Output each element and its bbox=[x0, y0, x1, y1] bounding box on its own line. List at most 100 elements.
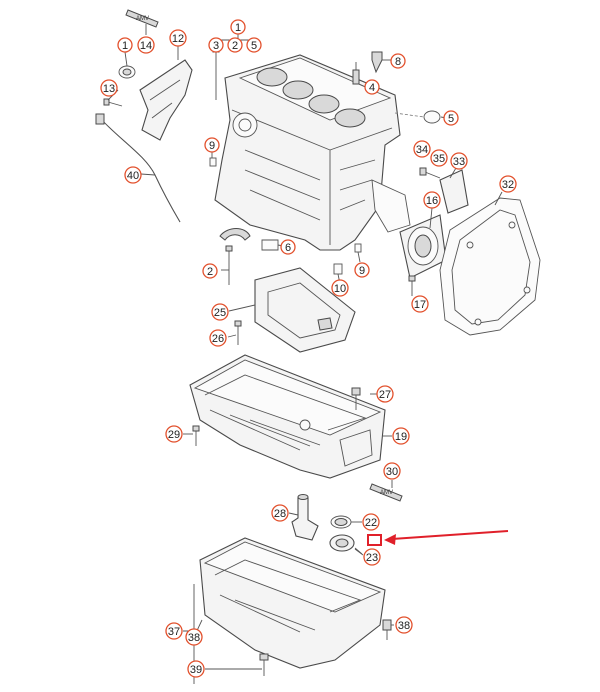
bolt-26 bbox=[234, 320, 242, 345]
o-ring-22 bbox=[330, 515, 352, 529]
callout-30: 30 bbox=[383, 462, 401, 480]
callout-10: 10 bbox=[331, 279, 349, 297]
svg-text:38: 38 bbox=[398, 620, 410, 632]
svg-text:33: 33 bbox=[453, 156, 465, 168]
callout-9-top: 9 bbox=[204, 137, 220, 153]
callout-40: 40 bbox=[124, 166, 142, 184]
svg-text:37: 37 bbox=[168, 626, 180, 638]
bolt-2 bbox=[225, 245, 233, 285]
callout-39: 39 bbox=[187, 660, 205, 678]
callout-28: 28 bbox=[271, 504, 289, 522]
svg-text:23: 23 bbox=[366, 552, 378, 564]
svg-text:19: 19 bbox=[395, 431, 407, 443]
svg-text:8: 8 bbox=[395, 56, 401, 68]
svg-text:9: 9 bbox=[359, 265, 365, 277]
callout-37: 37 bbox=[165, 622, 183, 640]
svg-text:1: 1 bbox=[235, 22, 241, 34]
callout-35: 35 bbox=[430, 149, 448, 167]
bolt-13 bbox=[103, 98, 123, 107]
upper-oil-pan-19 bbox=[189, 354, 386, 479]
svg-text:25: 25 bbox=[214, 307, 226, 319]
bolt-39 bbox=[259, 653, 269, 676]
cover-33 bbox=[439, 169, 469, 214]
svg-text:16: 16 bbox=[426, 195, 438, 207]
callout-11: 1 bbox=[117, 37, 133, 53]
callout-29: 29 bbox=[165, 425, 183, 443]
seal-23 bbox=[329, 534, 363, 555]
svg-text:5: 5 bbox=[448, 113, 454, 125]
bolt-27 bbox=[351, 387, 361, 410]
callout-14: 14 bbox=[137, 36, 155, 54]
svg-text:30: 30 bbox=[386, 466, 398, 478]
seal-ring-11 bbox=[118, 65, 136, 79]
callout-33: 33 bbox=[450, 152, 468, 170]
cap-5 bbox=[394, 110, 441, 124]
svg-text:39: 39 bbox=[190, 664, 202, 676]
svg-text:22: 22 bbox=[365, 517, 377, 529]
callout-9: 9 bbox=[354, 262, 370, 278]
lower-oil-pan-37 bbox=[199, 537, 386, 669]
svg-text:17: 17 bbox=[414, 299, 426, 311]
callout-6: 6 bbox=[280, 239, 296, 255]
svg-text:32: 32 bbox=[502, 179, 514, 191]
bracket-12 bbox=[139, 59, 193, 141]
callout-34: 34 bbox=[413, 140, 431, 158]
svg-text:34: 34 bbox=[416, 144, 428, 156]
svg-text:27: 27 bbox=[379, 389, 391, 401]
callout-17: 17 bbox=[411, 295, 429, 313]
highlight-box bbox=[367, 534, 382, 546]
svg-text:1: 1 bbox=[122, 40, 128, 52]
svg-text:10: 10 bbox=[334, 283, 346, 295]
callout-16: 16 bbox=[423, 191, 441, 209]
bolt-29 bbox=[192, 425, 200, 446]
bolt-17 bbox=[408, 275, 416, 296]
callout-4: 4 bbox=[364, 79, 380, 95]
svg-text:14: 14 bbox=[140, 40, 152, 52]
svg-text:35: 35 bbox=[433, 153, 445, 165]
callout-3: 3 bbox=[208, 37, 224, 53]
svg-text:AMV: AMV bbox=[380, 490, 393, 496]
callout-2: 2 bbox=[202, 263, 218, 279]
callout-25: 25 bbox=[211, 303, 229, 321]
svg-text:4: 4 bbox=[369, 82, 375, 94]
svg-text:2: 2 bbox=[207, 266, 213, 278]
callout-8: 8 bbox=[390, 53, 406, 69]
callout-5: 5 bbox=[443, 110, 459, 126]
sealant-tube-30: AMV bbox=[369, 483, 403, 502]
callout-32: 32 bbox=[499, 175, 517, 193]
callout-2-top: 2 bbox=[227, 37, 243, 53]
svg-text:9: 9 bbox=[209, 140, 215, 152]
dowel-10 bbox=[333, 263, 343, 275]
svg-text:13: 13 bbox=[103, 83, 115, 95]
seal-flange-16 bbox=[399, 214, 447, 279]
svg-text:2: 2 bbox=[232, 40, 238, 52]
drain-plug-38 bbox=[382, 619, 392, 640]
svg-text:12: 12 bbox=[172, 33, 184, 45]
callout-12: 12 bbox=[169, 29, 187, 47]
pointer-arrow bbox=[384, 530, 509, 545]
callout-22: 22 bbox=[362, 513, 380, 531]
callout-1: 1 bbox=[230, 19, 246, 35]
callout-38-left: 38 bbox=[185, 628, 203, 646]
callout-13: 13 bbox=[100, 79, 118, 97]
callout-27: 27 bbox=[376, 385, 394, 403]
bolt-34-35 bbox=[419, 167, 441, 179]
svg-text:38: 38 bbox=[188, 632, 200, 644]
sensor-8 bbox=[371, 51, 392, 74]
bolt-3 bbox=[212, 45, 220, 100]
svg-text:28: 28 bbox=[274, 508, 286, 520]
callout-19: 19 bbox=[392, 427, 410, 445]
sealant-tube-14: AMV bbox=[125, 9, 159, 28]
svg-text:AMV: AMV bbox=[136, 16, 149, 22]
baffle-25 bbox=[254, 267, 356, 353]
engine-block bbox=[214, 54, 411, 251]
svg-text:5: 5 bbox=[251, 40, 257, 52]
svg-text:6: 6 bbox=[285, 242, 291, 254]
callout-23: 23 bbox=[363, 548, 381, 566]
gasket-32 bbox=[439, 197, 541, 336]
callout-5-top: 5 bbox=[246, 37, 262, 53]
svg-text:26: 26 bbox=[212, 333, 224, 345]
plug-4 bbox=[352, 62, 360, 85]
callout-38: 38 bbox=[395, 616, 413, 634]
